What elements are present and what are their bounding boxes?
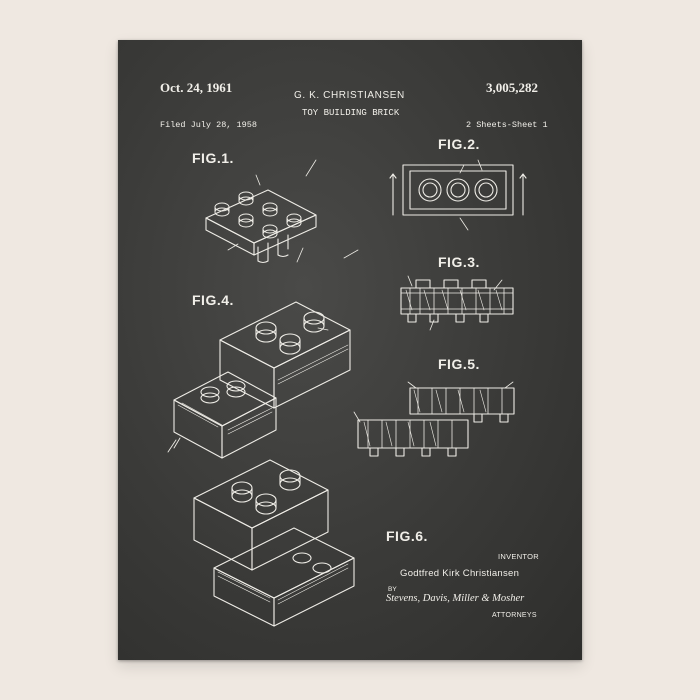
patent-drawings <box>167 159 527 627</box>
attorneys-label: ATTORNEYS <box>492 612 537 619</box>
patent-poster: Oct. 24, 1961 G. K. CHRISTIANSEN 3,005,2… <box>118 40 582 660</box>
by-label: BY <box>388 586 397 593</box>
patent-date: Oct. 24, 1961 <box>160 80 233 95</box>
fig6-offset-bricks-drawing <box>193 459 355 627</box>
fig2-top-view-drawing <box>389 164 527 216</box>
fig3-label: FIG.3. <box>438 254 480 270</box>
patent-inventor: G. K. CHRISTIANSEN <box>294 90 405 101</box>
inventor-name: Godtfred Kirk Christiansen <box>400 568 520 579</box>
fig3-section-drawing <box>400 279 514 323</box>
inventor-label: INVENTOR <box>498 552 540 561</box>
fig5-section-drawing <box>357 387 515 457</box>
fig1-label: FIG.1. <box>192 150 234 166</box>
sheet-count: 2 Sheets-Sheet 1 <box>466 120 548 130</box>
fig1-brick-drawing <box>205 189 317 264</box>
patent-number: 3,005,282 <box>486 80 538 95</box>
fig4-label: FIG.4. <box>192 292 234 308</box>
fig4-stacked-bricks-drawing <box>167 301 351 459</box>
fig5-label: FIG.5. <box>438 356 480 372</box>
fig2-label: FIG.2. <box>438 136 480 152</box>
attorney-signature: Stevens, Davis, Miller & Mosher <box>386 593 525 604</box>
filed-date: Filed July 28, 1958 <box>160 120 257 130</box>
patent-title: TOY BUILDING BRICK <box>302 108 400 118</box>
leader-lines <box>227 159 514 423</box>
fig6-label: FIG.6. <box>386 528 428 544</box>
